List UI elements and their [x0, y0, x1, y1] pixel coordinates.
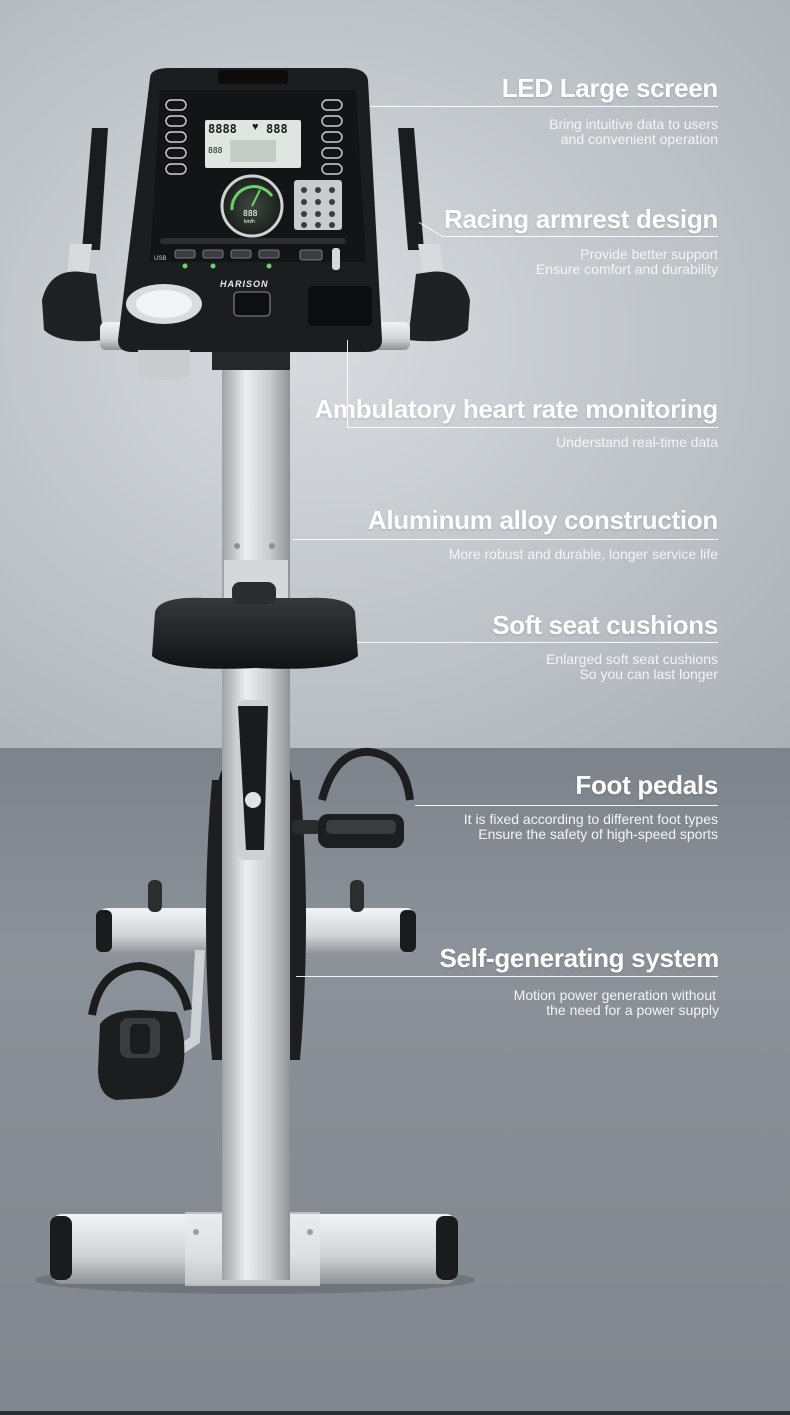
feature-title: Soft seat cushions [492, 610, 718, 640]
leader-line [347, 340, 348, 428]
feature-desc-line: Understand real-time data [556, 434, 718, 450]
console-gauge-digits: 888 [243, 209, 258, 218]
console-gauge-unit: km/h [244, 219, 255, 225]
leader-line [293, 539, 718, 540]
feature-desc-line: Motion power generation without [513, 987, 716, 1003]
feature-desc-line: More robust and durable, longer service … [448, 546, 718, 562]
console-usb-label: USB [154, 256, 167, 262]
leader-line [296, 976, 718, 977]
console-brand-logo: HARISON [220, 279, 269, 289]
feature-led-screen: LED Large screen Bring intuitive data to… [501, 73, 719, 147]
console-lcd-digits-small: 888 [208, 146, 223, 155]
feature-racing-armrest: Racing armrest design Provide better sup… [444, 204, 718, 277]
feature-desc-line: It is fixed according to different foot … [463, 811, 718, 827]
feature-title: Racing armrest design [443, 204, 718, 234]
leader-line [415, 805, 718, 806]
feature-desc-line: Enlarged soft seat cushions [546, 651, 718, 667]
feature-title: Aluminum alloy construction [367, 505, 718, 535]
feature-desc-line: Provide better support [580, 246, 718, 262]
feature-title: Foot pedals [575, 770, 718, 800]
feature-self-generating: Self-generating system Motion power gene… [440, 943, 720, 1018]
leader-line [357, 642, 718, 643]
feature-desc-line: and convenient operation [560, 131, 718, 147]
feature-desc-line: Ensure comfort and durability [535, 261, 718, 277]
feature-title: Ambulatory heart rate monitoring [314, 394, 718, 424]
feature-seat-cushion: Soft seat cushions Enlarged soft seat cu… [492, 610, 718, 682]
console-lcd-digits-top-right: 888 [266, 122, 288, 136]
leader-line [370, 106, 718, 107]
feature-desc-line: So you can last longer [579, 666, 718, 682]
feature-desc-line: Bring intuitive data to users [549, 116, 718, 132]
feature-title: LED Large screen [501, 73, 719, 103]
feature-desc-line: the need for a power supply [546, 1002, 719, 1018]
heart-icon: ♥ [252, 121, 259, 133]
feature-heart-rate: Ambulatory heart rate monitoring Underst… [314, 394, 718, 450]
feature-foot-pedals: Foot pedals It is fixed according to dif… [463, 770, 719, 842]
feature-title: Self-generating system [439, 943, 720, 973]
leader-line [443, 236, 718, 237]
feature-aluminum: Aluminum alloy construction More robust … [368, 505, 718, 562]
background-wall [0, 0, 790, 748]
bottom-border [0, 1411, 790, 1415]
console-lcd-digits-top-left: 8888 [208, 122, 237, 136]
feature-desc-line: Ensure the safety of high-speed sports [478, 826, 718, 842]
leader-line [347, 427, 718, 428]
